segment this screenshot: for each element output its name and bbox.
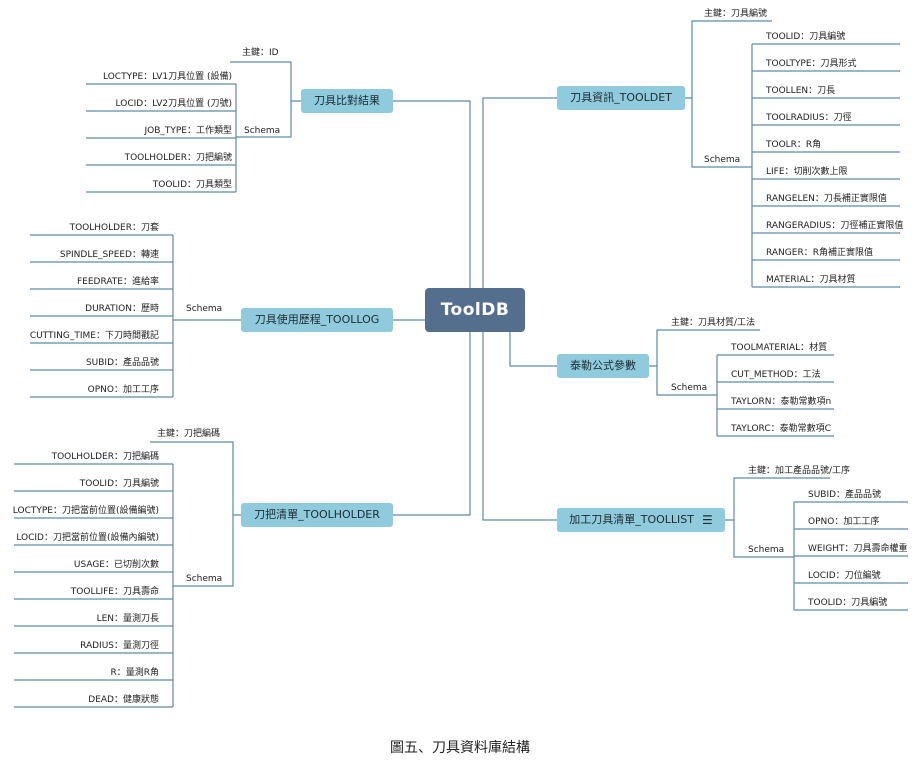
tool-holder-key: 主鍵：刀把編碼: [157, 429, 221, 439]
tool-list-field: WEIGHT：刀具壽命權重: [808, 544, 908, 554]
tool-info-key-link: [685, 20, 772, 99]
tool-usage-field: OPNO：加工工序: [87, 385, 159, 395]
branch-tool-list-title: 加工刀具清單_TOOLLIST: [569, 513, 694, 526]
tool-holder-key-link: [150, 441, 241, 516]
tool-info-field: TOOLTYPE：刀具形式: [766, 59, 857, 69]
tool-holder-field: LOCTYPE：刀把當前位置(設備編號): [12, 506, 159, 516]
tool-info-field: RANGERADIUS：刀徑補正實限值: [766, 221, 904, 231]
tool-info-field: RANGELEN：刀長補正實限值: [766, 194, 887, 204]
tool-holder-field: DEAD：健康狀態: [88, 695, 159, 705]
tool-holder-field: RADIUS：量測刀徑: [80, 641, 159, 651]
tool-info-field: TOOLRADIUS：刀徑: [766, 113, 852, 123]
tool-list-field: SUBID：產品品號: [808, 490, 882, 500]
tool-list-field: TOOLID：刀具編號: [808, 598, 888, 608]
taylor-field: TOOLMATERIAL：材質: [731, 343, 828, 353]
tool-usage-field: DURATION：歷時: [85, 304, 159, 314]
tool-info-field: TOOLLEN：刀長: [766, 86, 836, 96]
taylor-field: TAYLORC：泰勒常數項C: [731, 424, 831, 434]
tool-holder-field: TOOLLIFE：刀具壽命: [70, 587, 159, 597]
tool-compare-field: LOCID：LV2刀具位置 (刀號): [115, 99, 232, 109]
branch-tool-list[interactable]: 加工刀具清單_TOOLLIST ☰: [557, 508, 725, 532]
branch-taylor[interactable]: 泰勒公式參數: [557, 354, 649, 378]
tool-list-schema-link: [733, 520, 794, 558]
tool-info-field: TOOLR：R角: [766, 140, 822, 150]
tool-list-key: 主鍵：加工產品品號/工序: [748, 466, 851, 476]
tool-compare-key: 主鍵：ID: [242, 48, 279, 58]
tool-holder-schema-label: Schema: [186, 574, 223, 584]
tool-compare-schema-link: [236, 101, 292, 138]
tool-info-schema-link: [691, 98, 752, 168]
tool-usage-schema-label: Schema: [186, 304, 223, 314]
tool-compare-field: TOOLID：刀具類型: [152, 180, 232, 190]
tool-holder-field: TOOLHOLDER：刀把編碼: [51, 452, 159, 462]
tool-compare-key-link: [230, 61, 301, 102]
branch-tool-compare[interactable]: 刀具比對結果: [301, 89, 393, 113]
tool-holder-field: LOCID：刀把當前位置(設備內編號): [16, 533, 159, 543]
tool-holder-field: USAGE：已切削次數: [73, 560, 159, 570]
tool-compare-field: JOB_TYPE：工作類型: [144, 126, 232, 136]
taylor-field: CUT_METHOD：工法: [731, 370, 821, 380]
tool-usage-field: FEEDRATE：進給率: [76, 277, 159, 287]
trunk-tool-list: [482, 301, 557, 521]
trunk-tool-holder: [393, 301, 471, 516]
tool-holder-field: LEN：量測刀長: [96, 614, 159, 624]
branch-tool-usage[interactable]: 刀具使用歷程_TOOLLOG: [241, 308, 393, 332]
tool-info-field: LIFE：切削次數上限: [766, 167, 848, 177]
tool-list-schema-label: Schema: [748, 545, 785, 555]
figure-caption: 圖五、刀具資料庫結構: [390, 740, 530, 756]
tool-list-field: LOCID：刀位編號: [808, 571, 881, 581]
tool-holder-schema-link: [173, 515, 234, 587]
taylor-schema-link: [656, 366, 717, 396]
tool-info-schema-label: Schema: [704, 155, 741, 165]
central-node[interactable]: ToolDB: [425, 288, 525, 332]
tool-usage-field: SUBID：產品品號: [85, 358, 159, 368]
branch-tool-info[interactable]: 刀具資訊_TOOLDET: [557, 86, 685, 110]
tool-compare-field: TOOLHOLDER：刀把編號: [124, 153, 232, 163]
tool-usage-field: CUTTING_TIME：下刀時間戳記: [29, 331, 159, 341]
tool-holder-field: R：量測R角: [110, 668, 159, 678]
trunk-tool-info: [482, 97, 557, 302]
tool-info-field: TOOLID：刀具編號: [766, 32, 846, 42]
trunk-taylor: [509, 332, 557, 367]
tool-holder-field: TOOLID：刀具編號: [79, 479, 159, 489]
trunk-tool-compare: [393, 100, 471, 302]
branch-tool-holder[interactable]: 刀把清單_TOOLHOLDER: [241, 503, 393, 527]
tool-info-field: MATERIAL：刀具材質: [766, 275, 856, 285]
tool-usage-field: SPINDLE_SPEED：轉速: [59, 250, 159, 260]
tool-compare-field: LOCTYPE：LV1刀具位置 (設備): [103, 72, 232, 82]
taylor-field: TAYLORN：泰勒常數項n: [731, 397, 832, 407]
tool-info-key: 主鍵：刀具編號: [704, 9, 768, 19]
tool-compare-schema-label: Schema: [244, 126, 281, 136]
tool-list-key-link: [725, 477, 830, 521]
notes-icon[interactable]: ☰: [701, 513, 713, 527]
tool-usage-field: TOOLHOLDER：刀套: [69, 223, 159, 233]
tool-list-field: OPNO：加工工序: [808, 517, 880, 527]
taylor-key-link: [649, 329, 760, 367]
tool-info-field: RANGER：R角補正實限值: [766, 248, 873, 258]
taylor-schema-label: Schema: [671, 383, 708, 393]
taylor-key: 主鍵：刀具材質/工法: [671, 318, 756, 328]
